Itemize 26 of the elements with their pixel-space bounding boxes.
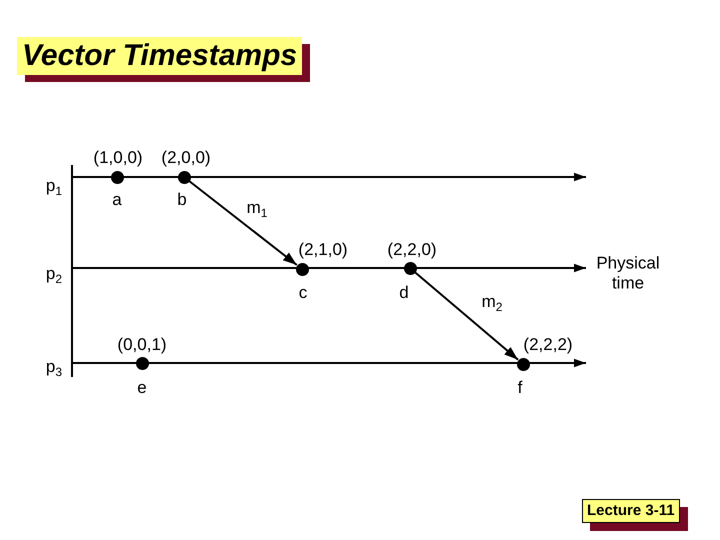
slide-title: Vector Timestamps xyxy=(17,37,302,75)
event-label: d xyxy=(399,283,409,303)
process-label: p$_{2}$ xyxy=(46,264,62,284)
event-dot xyxy=(296,262,308,276)
event-label: c xyxy=(298,283,308,303)
event-label: e xyxy=(137,378,147,398)
event-label: f xyxy=(518,378,522,398)
event-dot xyxy=(178,170,190,184)
event-dot xyxy=(516,358,530,370)
process-label: p$_{1}$ xyxy=(46,176,62,196)
message-arrow xyxy=(188,180,298,266)
timestamp-label: (2,0,0) xyxy=(161,148,211,168)
event-dot xyxy=(110,170,124,184)
timestamp-label: (2,2,2) xyxy=(523,335,573,355)
axis-label: Physical time xyxy=(595,253,661,293)
lecture-number-tag: Lecture 3-11 xyxy=(582,499,680,523)
message-arrow xyxy=(414,271,519,361)
event-label: b xyxy=(177,190,187,210)
timestamp-label: (0,0,1) xyxy=(117,335,167,355)
timestamp-label: (2,1,0) xyxy=(298,240,348,260)
event-dot xyxy=(136,356,148,370)
event-dot xyxy=(404,262,416,274)
timestamp-label: (1,0,0) xyxy=(93,148,143,168)
event-label: a xyxy=(112,190,122,210)
process-label: p$_{3}$ xyxy=(46,357,62,377)
timestamp-label: (2,2,0) xyxy=(387,240,437,260)
